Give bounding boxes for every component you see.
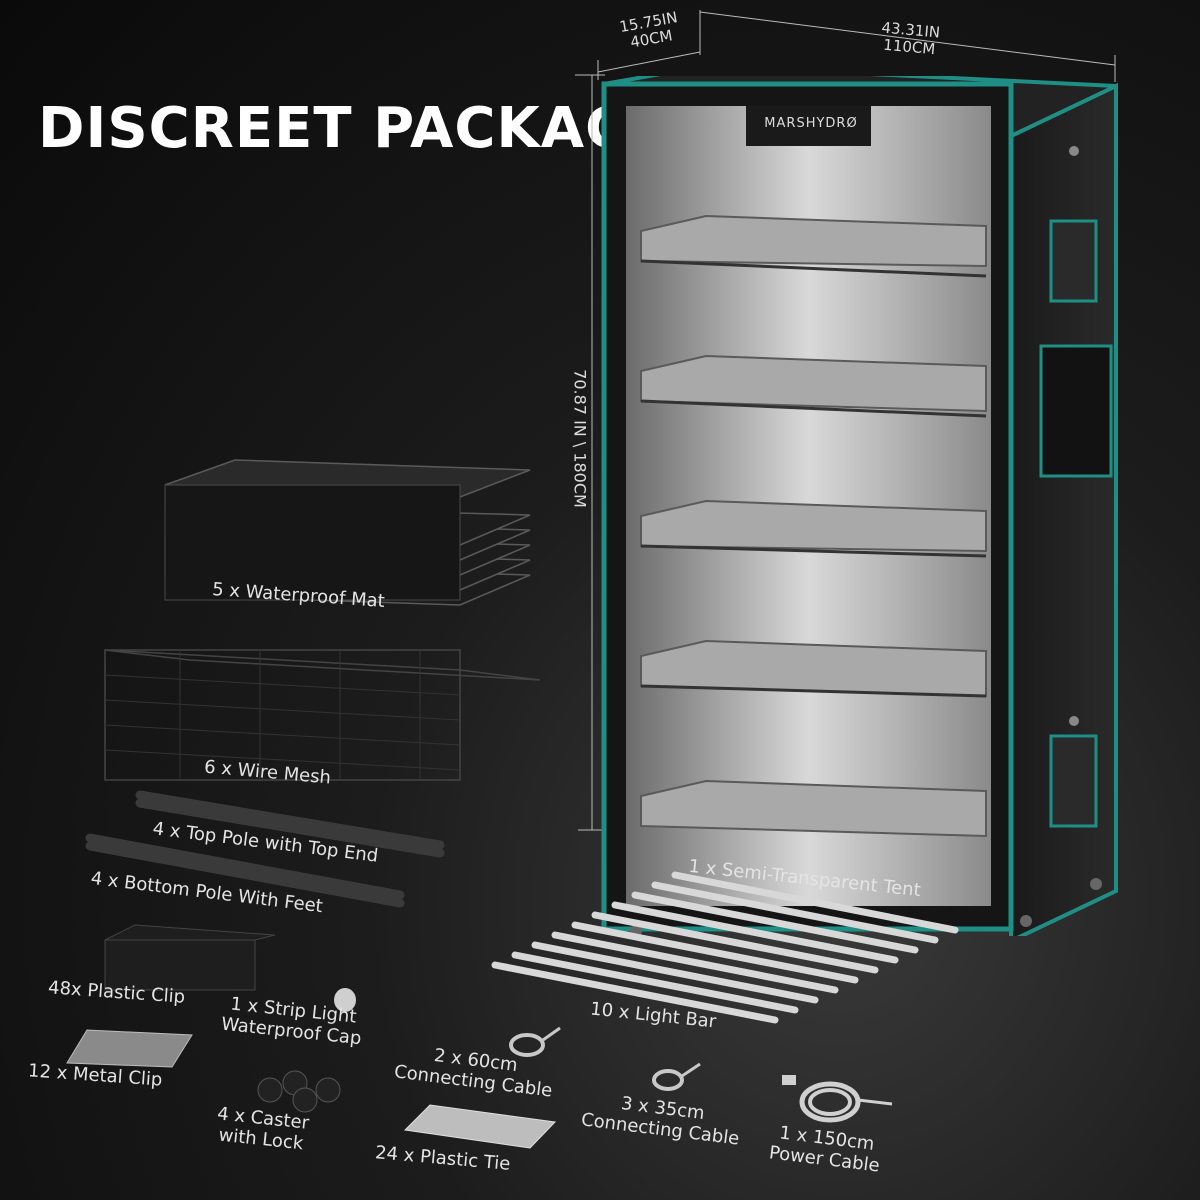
page-title: DISCREET PACKAGE [38,96,672,161]
poles [85,790,445,908]
wire-mesh-stack [104,649,541,781]
power-cable [782,1075,893,1123]
metal-clips [66,1029,193,1068]
light-bars [491,871,959,1024]
cable-35cm [652,1062,701,1091]
casters [257,1070,341,1113]
plastic-ties [403,1104,557,1149]
grow-tent-illustration [601,76,1118,936]
waterproof-mat-stack [164,459,531,606]
cable-60cm [509,1026,561,1057]
waterproof-cap [334,988,356,1012]
brand-logo: MARSHYDRØ [764,116,858,131]
plastic-clips [104,924,275,991]
